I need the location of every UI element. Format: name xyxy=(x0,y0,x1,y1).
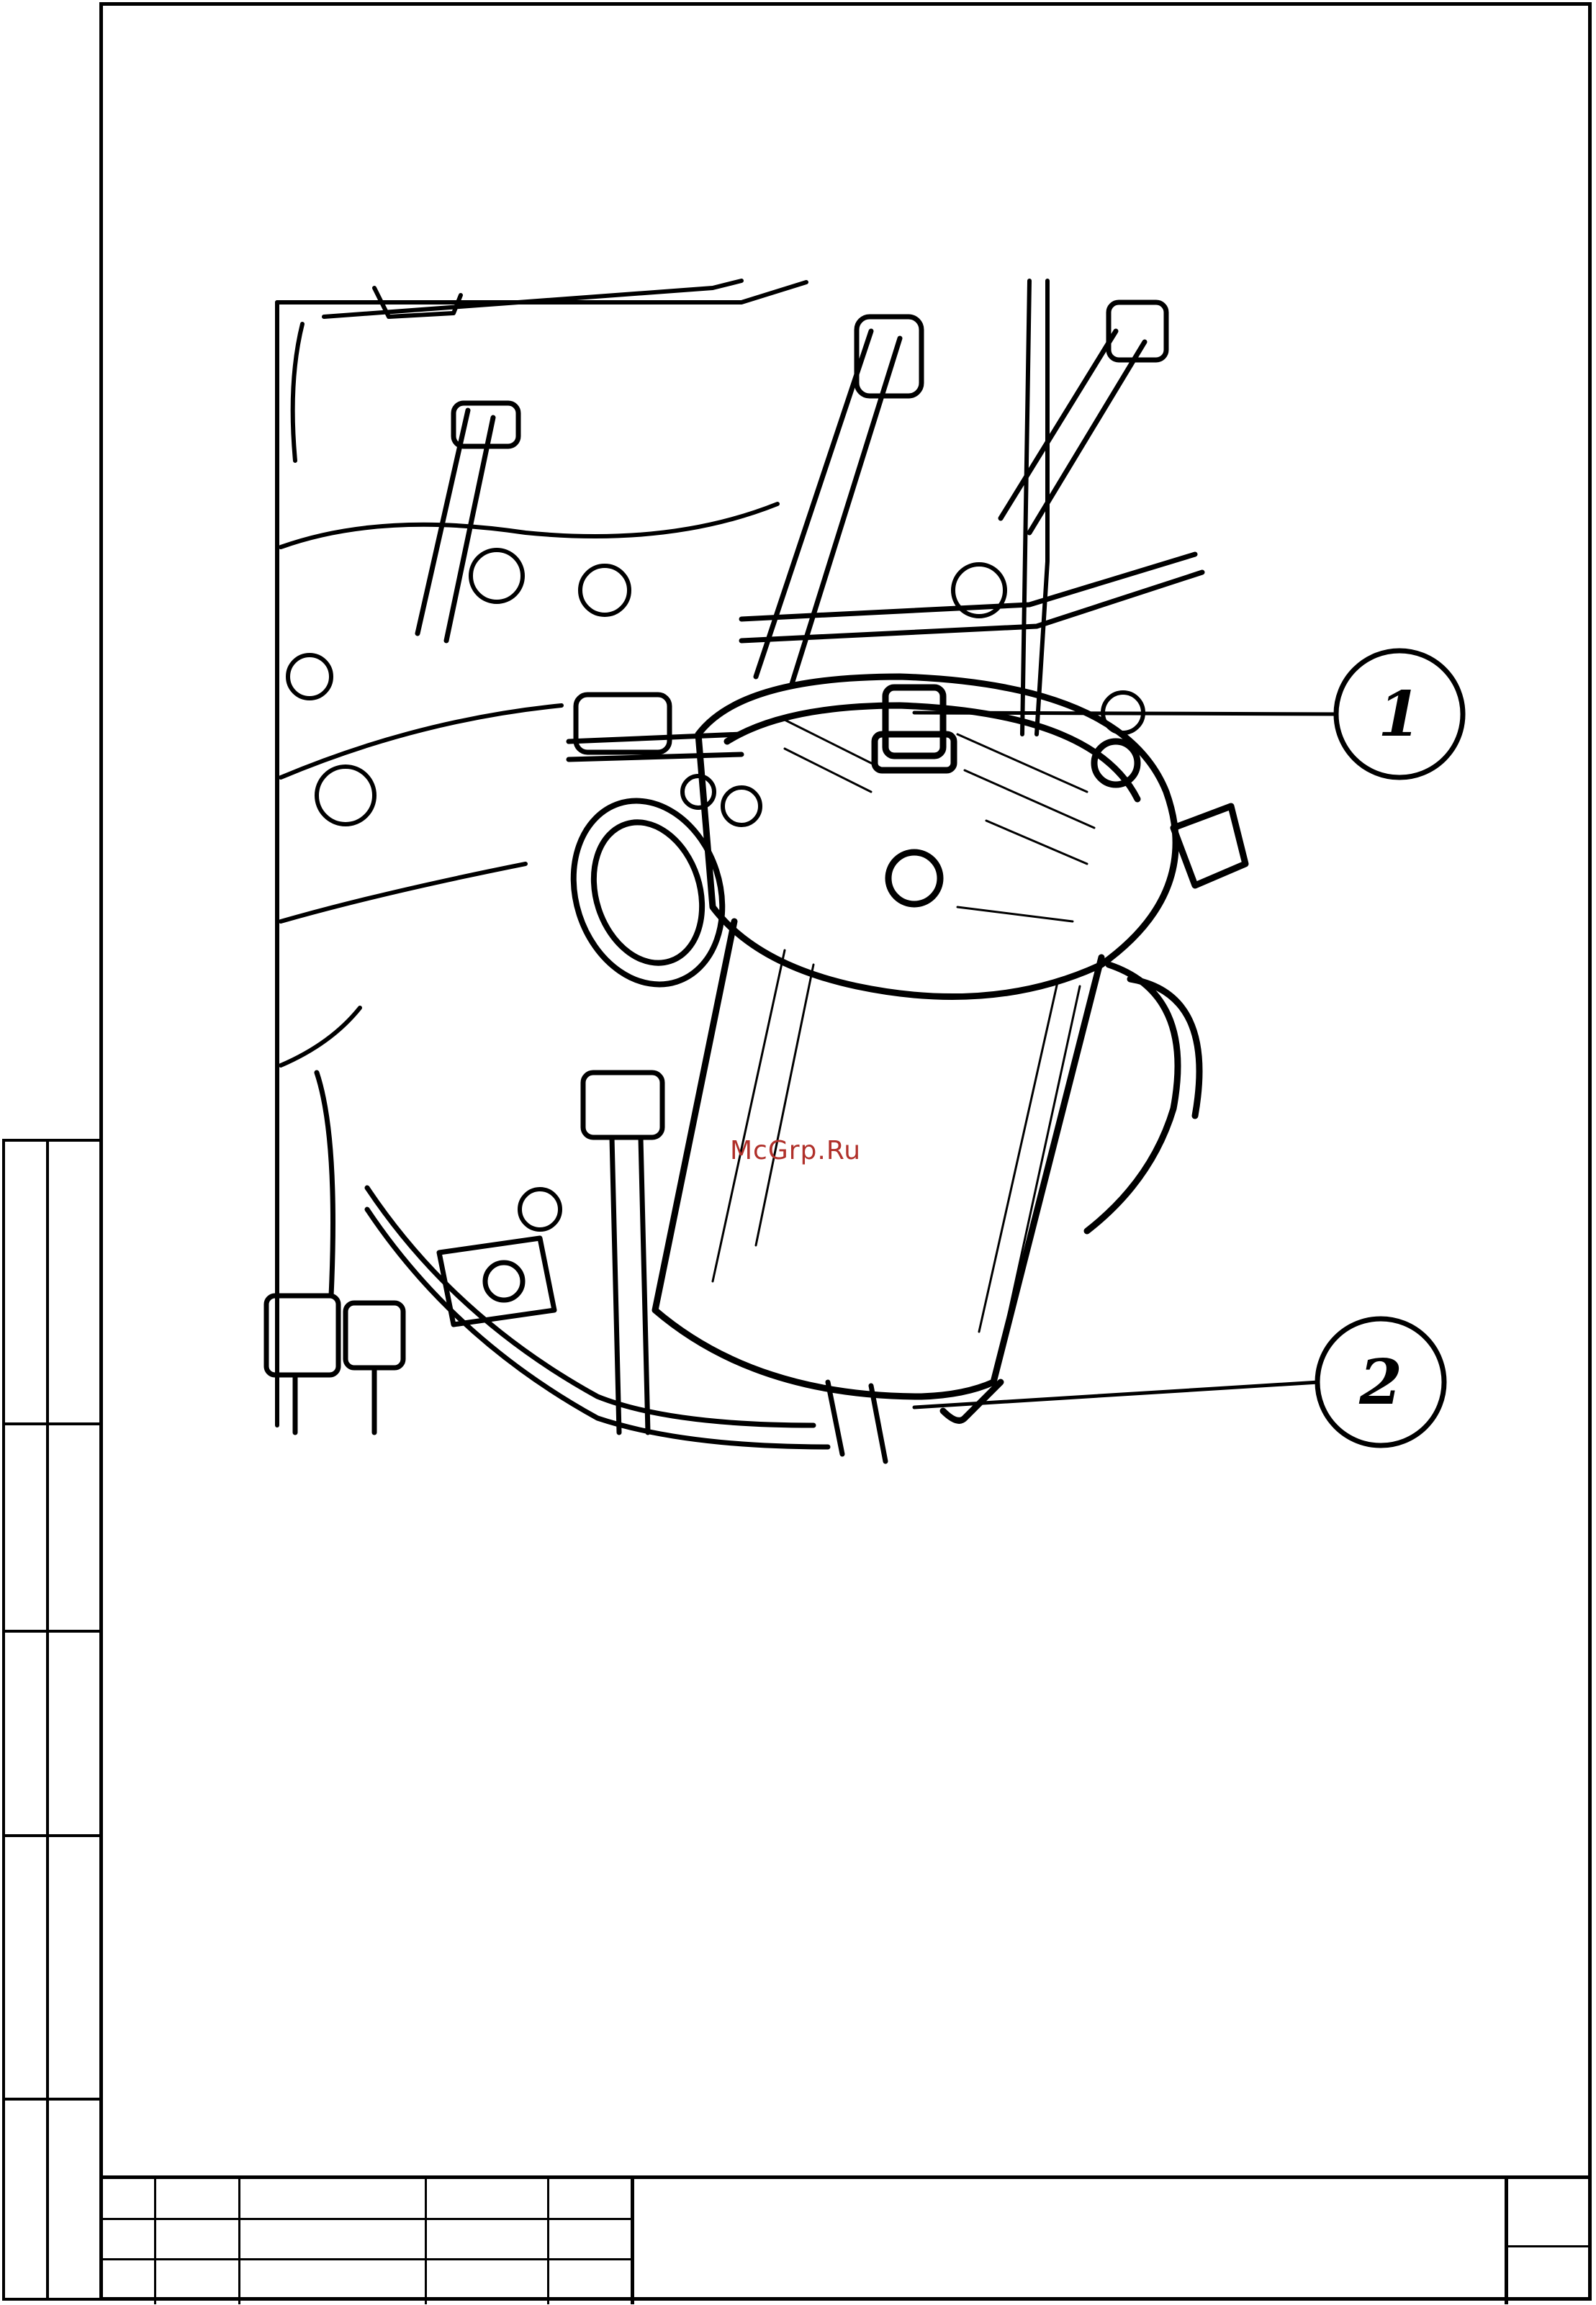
callout-1: 1 xyxy=(1336,651,1463,777)
injection-pipes xyxy=(418,302,1202,759)
title-block-col-line xyxy=(238,2179,240,2304)
stamp-row-divider xyxy=(5,1422,103,1425)
leader-lines xyxy=(914,713,1336,1407)
title-block-col-line xyxy=(547,2179,549,2304)
stamp-row-divider xyxy=(5,1630,103,1633)
title-block-row-line xyxy=(99,2218,631,2220)
title-block-row-line xyxy=(1505,2245,1592,2247)
callout-1-label: 1 xyxy=(1378,678,1421,751)
title-block-col-line xyxy=(425,2179,427,2304)
hose-loop xyxy=(551,781,746,1003)
stamp-column-divider xyxy=(46,1142,49,2298)
callout-2-label: 2 xyxy=(1358,1346,1402,1419)
title-block-row-line xyxy=(99,2258,631,2260)
watermark-text: McGrp.Ru xyxy=(730,1136,861,1165)
engine-block-outline xyxy=(277,281,1047,1425)
callout-2: 2 xyxy=(1317,1319,1444,1445)
title-block-col-line xyxy=(154,2179,156,2304)
title-block-col-line xyxy=(631,2179,634,2304)
fuel-lines xyxy=(266,1073,885,1461)
filter-cover xyxy=(698,677,1245,997)
fuel-filter-illustration: 1 2 xyxy=(238,274,1483,1512)
stamp-row-divider xyxy=(5,2098,103,2101)
title-block xyxy=(99,2175,1592,2301)
title-block-col-line xyxy=(1505,2179,1508,2304)
stamp-row-divider xyxy=(5,1834,103,1837)
left-margin-stamp xyxy=(2,1139,103,2301)
fastener-bolts xyxy=(288,550,1143,1230)
